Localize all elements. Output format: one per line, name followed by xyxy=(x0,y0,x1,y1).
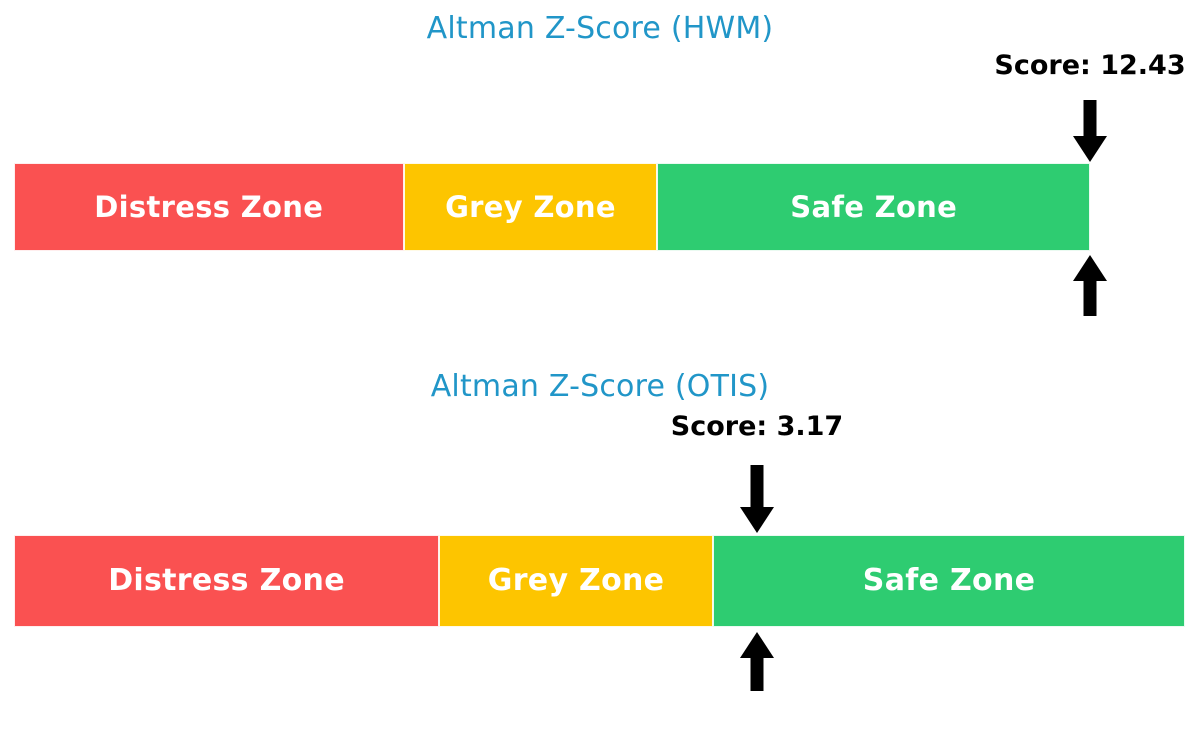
zone-label-grey-otis: Grey Zone xyxy=(487,563,665,598)
arrow-shaft xyxy=(750,655,764,691)
zone-segment-grey-otis[interactable]: Grey Zone xyxy=(439,535,714,627)
score-pointer-down-icon-hwm xyxy=(1073,100,1107,162)
zone-label-safe-hwm: Safe Zone xyxy=(790,189,958,224)
score-pointer-up-icon-otis xyxy=(740,632,774,691)
arrow-shaft xyxy=(750,465,764,510)
arrow-shaft xyxy=(1083,278,1097,316)
score-pointer-down-icon-otis xyxy=(740,465,774,533)
zone-bar-hwm: Distress Zone Grey Zone Safe Zone xyxy=(14,163,1090,251)
zone-label-distress-hwm: Distress Zone xyxy=(94,189,324,224)
zone-segment-grey-hwm[interactable]: Grey Zone xyxy=(403,163,658,251)
arrow-head xyxy=(740,507,774,533)
zone-label-distress-otis: Distress Zone xyxy=(108,563,345,598)
zone-bar-otis: Distress Zone Grey Zone Safe Zone xyxy=(14,535,1185,627)
score-pointer-up-icon-hwm xyxy=(1073,255,1107,316)
score-label-hwm: Score: 12.43 xyxy=(994,50,1186,81)
arrow-head xyxy=(1073,136,1107,162)
arrow-head xyxy=(740,632,774,658)
chart-title-hwm: Altman Z-Score (HWM) xyxy=(426,11,774,46)
arrow-shaft xyxy=(1083,100,1097,140)
zone-segment-distress-hwm[interactable]: Distress Zone xyxy=(14,163,404,251)
arrow-head xyxy=(1073,255,1107,281)
zone-segment-distress-otis[interactable]: Distress Zone xyxy=(14,535,440,627)
score-label-otis: Score: 3.17 xyxy=(670,411,844,442)
zone-segment-safe-otis[interactable]: Safe Zone xyxy=(713,535,1185,627)
zone-label-grey-hwm: Grey Zone xyxy=(445,189,616,224)
chart-title-otis: Altman Z-Score (OTIS) xyxy=(430,369,770,404)
zone-segment-safe-hwm[interactable]: Safe Zone xyxy=(657,163,1090,251)
zone-label-safe-otis: Safe Zone xyxy=(862,563,1036,598)
